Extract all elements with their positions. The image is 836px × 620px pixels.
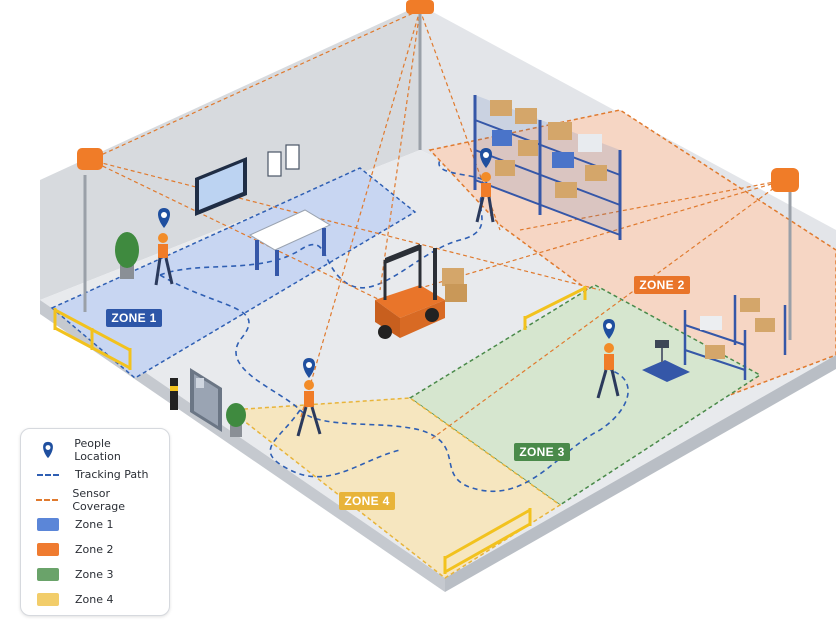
worker <box>596 343 620 399</box>
tracking-path <box>269 409 401 478</box>
zone-4-area <box>227 397 562 579</box>
zone-2-label: ZONE 2 <box>634 276 690 294</box>
worker <box>475 172 495 223</box>
wall-poster <box>285 144 300 170</box>
dashed-line-icon <box>37 473 59 476</box>
legend-label: Sensor Coverage <box>72 486 126 513</box>
wall-monitor <box>195 157 247 216</box>
potted-plant <box>226 403 246 437</box>
svg-text:ZONE 1: ZONE 1 <box>111 311 156 325</box>
svg-text:ZONE 2: ZONE 2 <box>639 278 684 292</box>
location-pin-icon <box>480 148 492 168</box>
location-pin-icon <box>158 208 170 228</box>
zone-1-swatch <box>37 518 59 531</box>
wall-poster <box>267 151 282 177</box>
exit-door <box>190 368 222 432</box>
zone-3-label: ZONE 3 <box>514 443 570 461</box>
bollard <box>170 386 178 391</box>
legend-label: Tracking Path <box>75 468 149 481</box>
workbench <box>248 209 332 276</box>
legend-item-zone-1: Zone 1 <box>31 512 159 537</box>
sensor-coverage-lines <box>89 9 786 441</box>
front-right-wall-edge <box>445 355 836 592</box>
location-pin-icon <box>31 441 64 459</box>
svg-text:ZONE 4: ZONE 4 <box>344 494 389 508</box>
legend: People Location Tracking Path Sensor Cov… <box>20 428 170 616</box>
legend-item-zone-2: Zone 2 <box>31 537 159 562</box>
legend-label: People Location <box>74 436 121 463</box>
potted-plant <box>115 232 139 279</box>
zone-3-swatch <box>37 568 59 581</box>
storage-rack <box>473 95 622 240</box>
legend-item-zone-4: Zone 4 <box>31 587 159 612</box>
location-pin-icon <box>303 358 315 378</box>
dashed-line-icon <box>35 498 58 501</box>
zone-4-label: ZONE 4 <box>339 492 395 510</box>
safety-rail <box>53 286 587 574</box>
zone-3-area <box>408 284 762 506</box>
legend-item-sensor-coverage: Sensor Coverage <box>31 486 159 513</box>
zone-2-swatch <box>37 543 59 556</box>
sensor-pole <box>77 148 103 312</box>
location-pin-icon <box>603 319 615 339</box>
legend-label: Zone 2 <box>75 543 114 556</box>
worker <box>296 380 322 437</box>
legend-label: Zone 1 <box>75 518 114 531</box>
storage-rack <box>683 295 787 380</box>
worker <box>154 233 174 286</box>
legend-item-tracking-path: Tracking Path <box>31 462 159 487</box>
legend-label: Zone 4 <box>75 593 114 606</box>
zone-1-label: ZONE 1 <box>106 309 162 327</box>
forklift <box>375 244 467 339</box>
sensor-pole <box>406 0 434 150</box>
platform-scale <box>642 340 690 382</box>
svg-text:ZONE 3: ZONE 3 <box>519 445 564 459</box>
sensor-pole <box>771 168 799 340</box>
legend-item-zone-3: Zone 3 <box>31 562 159 587</box>
zone-4-swatch <box>37 593 59 606</box>
bollard <box>170 378 178 410</box>
left-back-wall <box>40 5 420 300</box>
legend-item-people-location: People Location <box>31 436 159 463</box>
legend-label: Zone 3 <box>75 568 114 581</box>
